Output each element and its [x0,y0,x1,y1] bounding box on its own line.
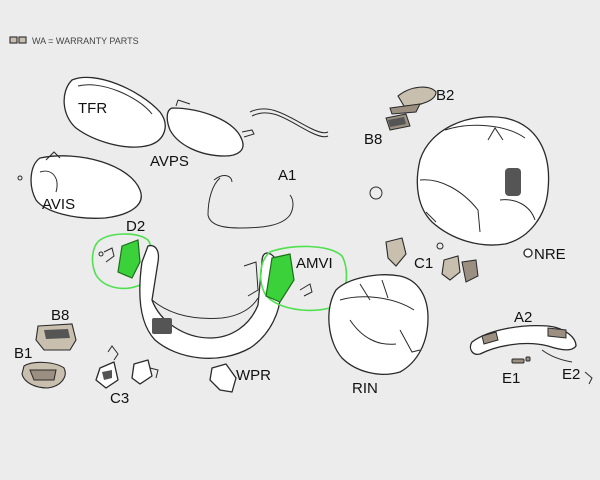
label-rin: RIN [352,380,378,397]
label-tfr: TFR [78,100,107,117]
part-avis[interactable] [17,151,142,219]
part-rin[interactable] [328,274,429,375]
part-b8-left[interactable] [35,323,77,351]
part-d2[interactable] [91,233,153,290]
legend-swatch [18,36,27,44]
label-b8-top: B8 [364,131,382,148]
part-c1[interactable] [385,237,479,283]
part-b2[interactable] [389,86,437,115]
label-c1: C1 [414,255,433,272]
legend-swatch [9,36,18,44]
part-helmet-shell[interactable] [416,116,550,246]
part-b1[interactable] [21,361,66,389]
label-d2: D2 [126,218,145,235]
part-small-ring[interactable] [369,186,383,200]
part-e1[interactable] [511,356,531,364]
part-chin-bar[interactable] [139,244,281,359]
label-avis: AVIS [42,196,75,213]
label-b2: B2 [436,87,454,104]
label-nre: NRE [534,246,566,263]
part-tfr[interactable] [63,76,166,148]
label-c3: C3 [110,390,129,407]
part-avps[interactable] [166,99,255,157]
part-c3[interactable] [95,345,159,389]
part-seal-strip[interactable] [249,108,329,138]
label-amvi: AMVI [296,255,333,272]
part-a1[interactable] [207,175,294,229]
part-e2[interactable] [584,371,593,385]
label-a2: A2 [514,309,532,326]
label-b1: B1 [14,345,32,362]
part-nre[interactable] [523,248,533,258]
label-a1: A1 [278,167,296,184]
legend-text: WA = WARRANTY PARTS [32,36,139,46]
label-e1: E1 [502,370,520,387]
label-b8-left: B8 [51,307,69,324]
part-b8-top[interactable] [385,113,411,131]
label-avps: AVPS [150,153,189,170]
legend: WA = WARRANTY PARTS [9,36,139,46]
part-a2[interactable] [469,324,577,363]
part-wpr[interactable] [209,363,237,393]
label-wpr: WPR [236,367,271,384]
label-e2: E2 [562,366,580,383]
